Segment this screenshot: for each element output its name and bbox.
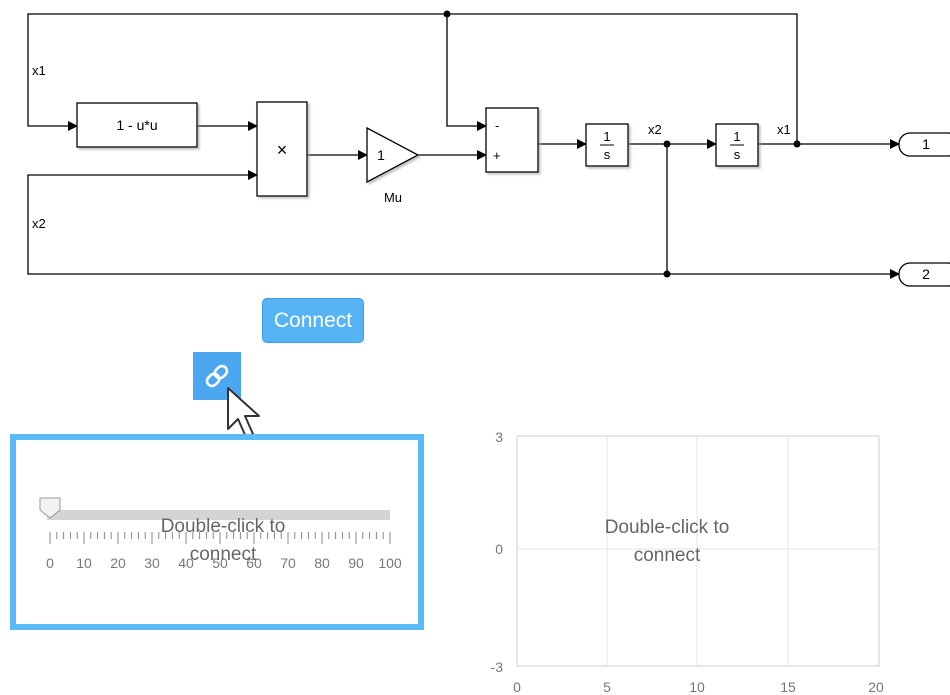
signal-x2-feedback[interactable] [27, 170, 667, 275]
branch-point [663, 140, 671, 148]
connect-button[interactable]: Connect [262, 298, 364, 343]
slider-tick-label: 40 [178, 555, 194, 571]
slider-track[interactable] [47, 510, 390, 520]
fcn-expression: 1 - u*u [116, 117, 157, 133]
slider-thumb[interactable] [39, 497, 61, 519]
scope-x-tick: 0 [513, 679, 521, 695]
slider-ticks [49, 532, 391, 544]
slider-tick-label: 20 [110, 555, 126, 571]
integrator-block-2[interactable]: 1 s [715, 123, 759, 167]
fcn-block[interactable]: 1 - u*u [76, 102, 198, 148]
signal-x1-feedback[interactable] [27, 13, 798, 144]
signal-label-x2: x2 [32, 216, 46, 231]
product-symbol: × [277, 140, 288, 160]
branch-point [663, 270, 671, 278]
scope-grid [517, 436, 879, 666]
scope-connect-hint-line1: Double-click to [605, 517, 730, 538]
slider-tick-label: 70 [280, 555, 296, 571]
gain-name-label: Mu [384, 190, 402, 205]
branch-point [793, 140, 801, 148]
integrator-2-numerator: 1 [733, 129, 740, 144]
signal-label-x1-right: x1 [777, 122, 791, 137]
slider-tick-label: 80 [314, 555, 330, 571]
gain-block[interactable]: 1 [366, 126, 420, 184]
link-button[interactable] [193, 352, 241, 400]
signal-label-x1: x1 [32, 63, 46, 78]
integrator-1-numerator: 1 [603, 129, 610, 144]
slider-tick-label: 30 [144, 555, 160, 571]
slider-tick-labels: 0 10 20 30 40 50 60 70 80 90 100 [46, 555, 402, 571]
slider-tick-label: 60 [246, 555, 262, 571]
scope-y-tick: 0 [495, 541, 503, 557]
branch-point [443, 10, 451, 18]
outport-1[interactable]: 1 [898, 132, 950, 157]
slider-connect-hint-line2: connect [190, 544, 257, 565]
signal-x1-to-sum[interactable] [446, 14, 487, 131]
slider-tick-label: 50 [212, 555, 228, 571]
slider-tick-label: 90 [348, 555, 364, 571]
scope-x-tick: 15 [780, 679, 796, 695]
scope-widget[interactable]: 3 0 -3 0 5 10 15 20 Double-click to conn… [491, 429, 884, 695]
sum-minus-sign: - [495, 118, 499, 133]
scope-x-tick: 5 [603, 679, 611, 695]
outport-2-number: 2 [922, 266, 930, 282]
integrator-block-1[interactable]: 1 s [585, 123, 629, 167]
scope-x-tick: 20 [868, 679, 884, 695]
signal-x2-to-out2[interactable] [666, 144, 900, 279]
outport-2[interactable]: 2 [898, 262, 950, 287]
outport-1-number: 1 [922, 136, 930, 152]
scope-y-tick: 3 [495, 429, 503, 445]
slider-tick-label: 0 [46, 555, 54, 571]
sum-plus-sign: + [493, 148, 501, 163]
sum-block[interactable]: - + [485, 107, 539, 173]
signal-label-x2-mid: x2 [648, 122, 662, 137]
integrator-2-denominator: s [734, 147, 741, 162]
slider-graphic: 0 10 20 30 40 50 60 70 80 90 100 Double-… [39, 497, 402, 571]
slider-tick-label: 10 [76, 555, 92, 571]
slider-tick-label: 100 [378, 555, 402, 571]
integrator-1-denominator: s [604, 147, 611, 162]
product-block[interactable]: × [256, 101, 308, 197]
slider-connect-hint-line1: Double-click to [161, 516, 286, 537]
slider-widget[interactable]: 0 10 20 30 40 50 60 70 80 90 100 Double-… [10, 434, 424, 630]
link-icon [205, 364, 229, 388]
scope-connect-hint-line2: connect [634, 545, 701, 566]
scope-y-tick: -3 [491, 659, 504, 675]
gain-value: 1 [377, 147, 385, 163]
scope-x-tick: 10 [689, 679, 705, 695]
